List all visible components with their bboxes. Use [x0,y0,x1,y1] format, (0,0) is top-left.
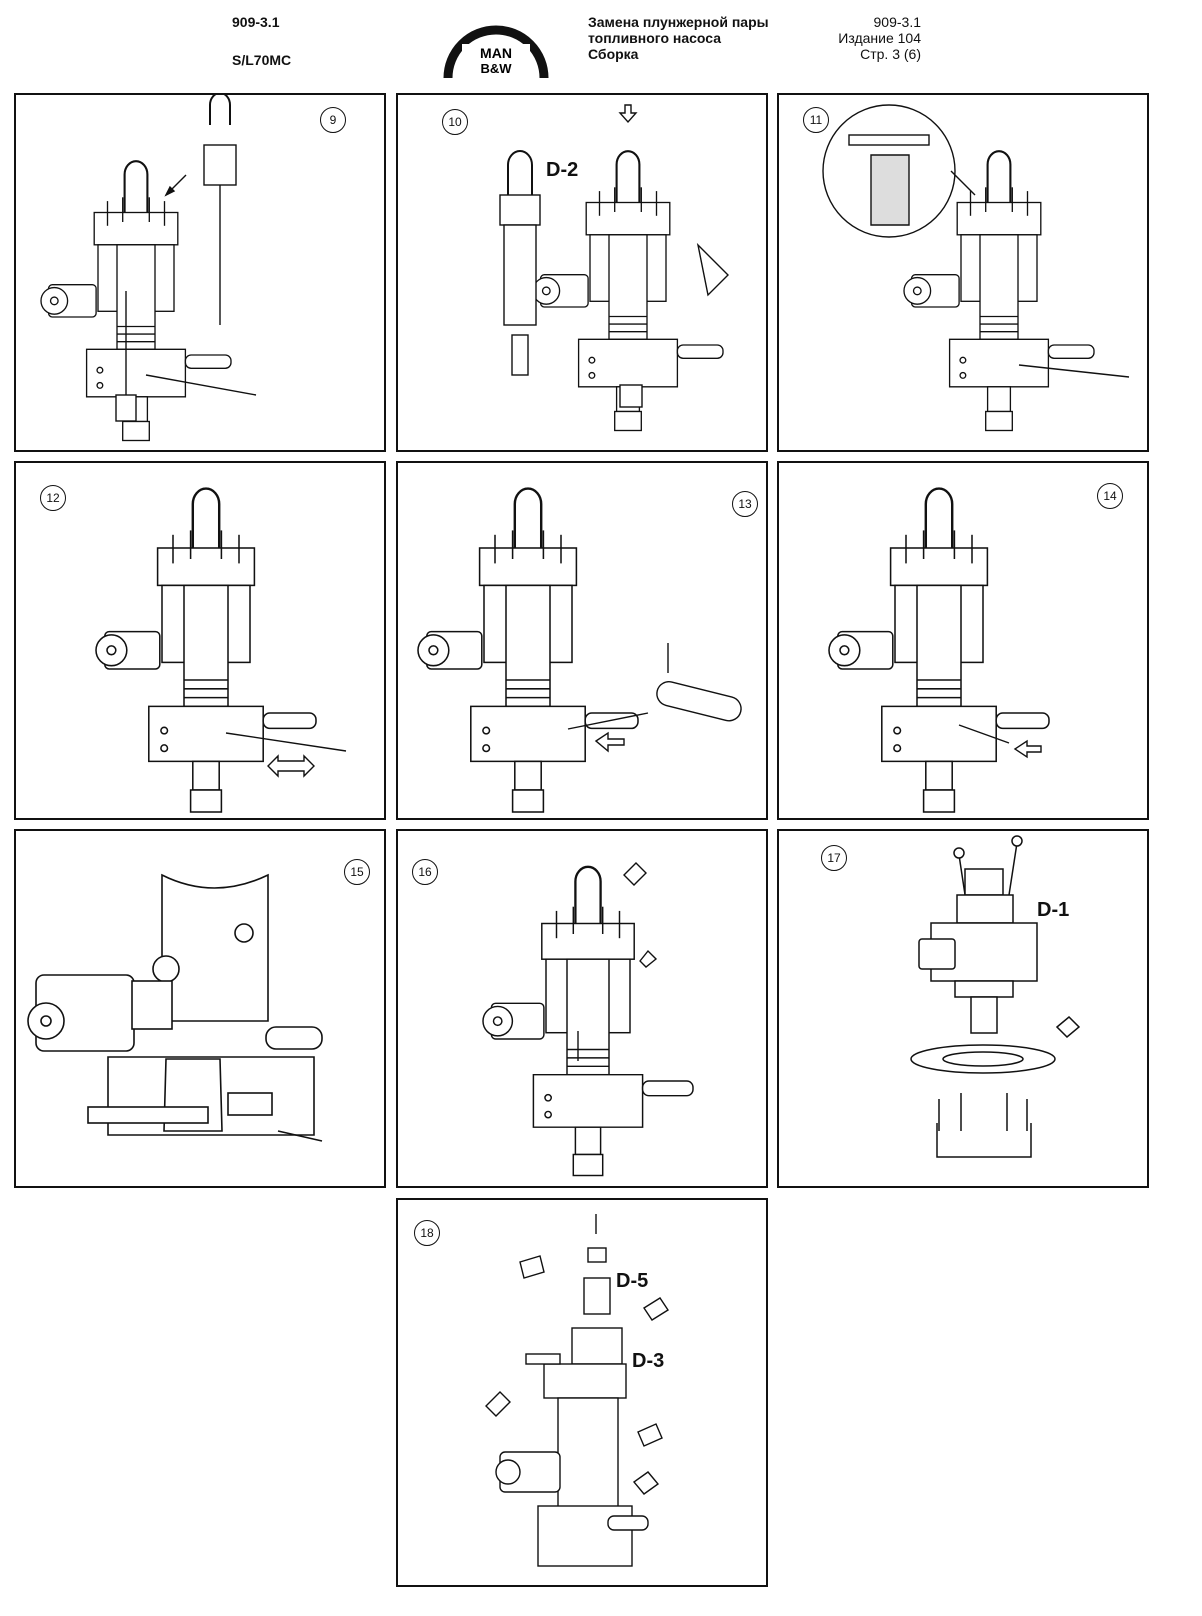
engine-model: S/L70MC [232,52,292,68]
callout-label: D-5 [616,1270,649,1292]
logo-text-man: MAN [480,45,512,61]
edition: Издание 104 [838,30,921,46]
step-panel-16: 16 [396,829,768,1188]
callout-label: D-3 [632,1350,665,1372]
pump-illustration [94,487,347,814]
step-panel-17: 17 D-1 [777,829,1149,1188]
step-number: 18 [414,1220,440,1246]
title-line-2: топливного насоса [588,30,722,46]
pump-illustration [822,104,1130,432]
step-number: 17 [821,845,847,871]
callout-label: D-1 [1037,899,1070,921]
pump-illustration [481,862,695,1177]
ref-code: 909-3.1 [873,14,921,30]
step-number: 11 [803,107,829,133]
pump-illustration [827,487,1051,814]
step-panel-14: 14 [777,461,1149,820]
step-number: 16 [412,859,438,885]
pump-illustration [485,1214,669,1567]
step-panel-12: 12 [14,461,386,820]
step-number: 10 [442,109,468,135]
step-panel-15: 15 [14,829,386,1188]
step-panel-10: 10 D-2 [396,93,768,452]
pump-illustration [39,95,257,442]
step-panel-18: 18 D-5 D-3 [396,1198,768,1587]
doc-code: 909-3.1 [232,14,280,30]
step-panel-13: 13 [396,461,768,820]
step-number: 15 [344,859,370,885]
step-panel-9: 9 [14,93,386,452]
logo-text-bw: B&W [480,61,512,76]
step-number: 12 [40,485,66,511]
step-number: 13 [732,491,758,517]
title-line-3: Сборка [588,46,639,62]
step-number: 9 [320,107,346,133]
step-panel-11: 11 [777,93,1149,452]
pump-illustration [910,835,1081,1158]
page-number: Стр. 3 (6) [860,46,921,62]
pump-illustration [499,104,729,432]
step-number: 14 [1097,483,1123,509]
pump-illustration [416,487,742,814]
man-bw-logo: MAN B&W [440,14,552,80]
pump-illustration [27,873,323,1142]
callout-label: D-2 [546,159,579,181]
title-line-1: Замена плунжерной пары [588,14,769,30]
